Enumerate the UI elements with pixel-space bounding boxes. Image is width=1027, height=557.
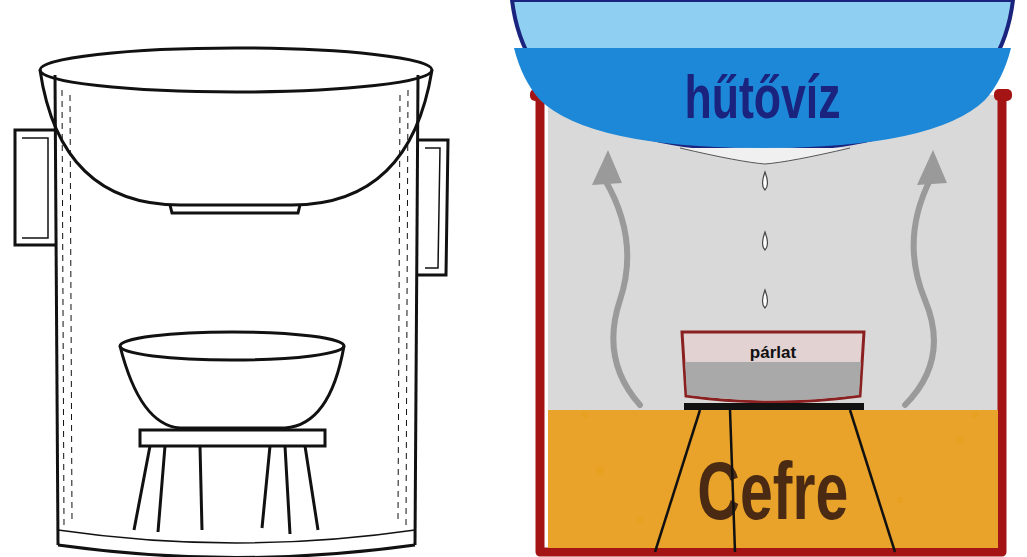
- node-label: hűtővíz: [684, 61, 840, 132]
- cooling-bowl: hűtővíz: [510, 0, 1015, 152]
- collector-dish: párlat: [680, 330, 866, 406]
- dish-outline: [680, 330, 866, 406]
- node-label: Cefre: [698, 444, 849, 538]
- mash-liquid: Cefre: [548, 410, 998, 548]
- node-label: párlat: [750, 343, 796, 363]
